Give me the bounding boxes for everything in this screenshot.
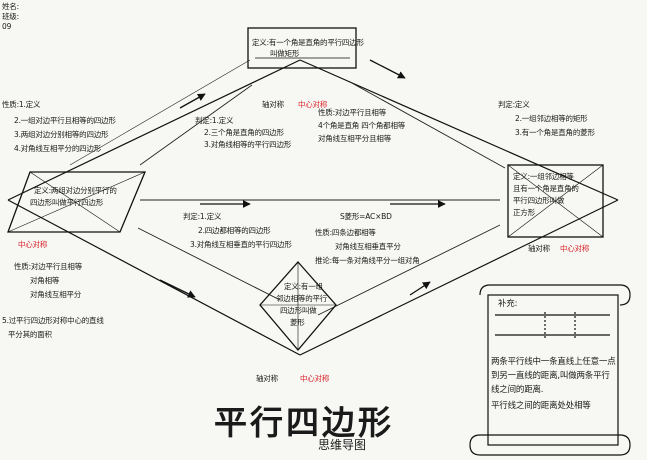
square-definition-2: 且有一个角是直角的	[513, 184, 579, 193]
rectangle-judge-3: 3.对角线相等的平行四边形	[204, 140, 292, 149]
rhombus-definition-4: 菱形	[290, 318, 305, 327]
rhombus-definition-1: 定义:有一组	[284, 282, 323, 291]
rhombus-property-1: 性质:四条边都相等	[315, 228, 376, 237]
rectangle-property-2: 4个角是直角 四个角都相等	[318, 121, 406, 130]
square-judge-3: 3.有一个角是直角的菱形	[515, 128, 595, 137]
scroll-line-1: 两条平行线中一条直线上任意一点	[491, 357, 616, 367]
rectangle-definition-1: 定义:有一个角是直角的平行四边形	[252, 38, 364, 47]
rhombus-area-formula: S菱形=AC×BD	[340, 212, 392, 221]
header-name: 姓名:	[2, 2, 19, 11]
square-symmetry-axis: 轴对称	[528, 244, 550, 253]
inner-lines	[69, 59, 506, 316]
scroll-line-3: 线之间的距离.	[491, 385, 544, 395]
rhombus-property-3: 推论:每一条对角线平分一组对角	[315, 256, 420, 265]
header-number: 09	[2, 22, 12, 31]
scroll-line-4: 平行线之间的距离处处相等	[491, 401, 591, 411]
parallelogram-feature-3: 对角线互相平分	[30, 290, 82, 299]
parallelogram-symmetry: 中心对称	[18, 240, 48, 249]
parallelogram-property-4: 4.对角线互相平分的四边形	[14, 144, 102, 153]
rhombus-symmetry-axis: 轴对称	[256, 374, 278, 383]
rectangle-symmetry-axis: 轴对称	[262, 100, 284, 109]
rectangle-judge-heading: 判定:1.定义	[195, 116, 234, 125]
arrow-to-rhombus	[159, 279, 196, 298]
rhombus-definition-2: 邻边相等的平行	[276, 294, 328, 303]
rhombus-judge-heading: 判定:1.定义	[183, 212, 222, 221]
parallelogram-area-note-1: 5.过平行四边形对称中心的直线	[2, 316, 104, 325]
scroll-graphic	[469, 284, 631, 456]
parallelogram-property-2: 2.一组对边平行且相等的四边形	[14, 116, 116, 125]
parallelogram-property-3: 3.两组对边分别相等的四边形	[14, 130, 109, 139]
parallelogram-feature-1: 性质:对边平行且相等	[14, 262, 83, 271]
square-definition-3: 平行四边形叫做	[513, 196, 565, 205]
rhombus-judge-3: 3.对角线互相垂直的平行四边形	[190, 240, 292, 249]
rectangle-symmetry-center: 中心对称	[298, 100, 328, 109]
rectangle-property-3: 对角线互相平分且相等	[318, 134, 391, 143]
parallelogram-definition-2: 四边形叫做平行四边形	[30, 198, 103, 207]
parallelogram-area-note-2: 平分其的面积	[8, 330, 52, 339]
rhombus-symmetry-center: 中心对称	[300, 374, 330, 383]
rhombus-judge-2: 2.四边都相等的四边形	[198, 226, 271, 235]
square-judge-2: 2.一组邻边相等的矩形	[515, 114, 588, 123]
arrow-rhombus-to-square	[409, 281, 431, 296]
parallelogram-definition-1: 定义:两组对边分别平行的	[34, 186, 117, 195]
square-shape	[507, 164, 604, 238]
rhombus-property-2: 对角线互相垂直平分	[335, 242, 401, 251]
rectangle-property-1: 性质:对边平行且相等	[318, 108, 387, 117]
parallelogram-properties-heading: 性质:1.定义	[2, 100, 41, 109]
arrow-to-rectangle	[179, 93, 206, 109]
arrows	[159, 59, 446, 298]
page-title: 平行四边形	[214, 403, 394, 442]
arrow-to-square-top	[369, 59, 406, 79]
header-class: 班级:	[2, 12, 19, 21]
rectangle-definition-2: 叫做矩形	[270, 49, 300, 58]
square-symmetry-center: 中心对称	[560, 244, 590, 253]
scroll-line-2: 到另一直线的距离,叫做两条平行	[491, 371, 610, 381]
square-definition-1: 定义:一组邻边相等	[513, 172, 574, 181]
scroll-title: 补充:	[498, 299, 518, 309]
square-judge-heading: 判定:定义	[498, 100, 530, 109]
parallelogram-feature-2: 对角相等	[30, 276, 60, 285]
page-subtitle: 思维导图	[318, 438, 367, 452]
square-definition-4: 正方形	[513, 208, 535, 217]
rhombus-definition-3: 四边形叫做	[280, 306, 317, 315]
rectangle-box	[247, 27, 357, 69]
rectangle-judge-2: 2.三个角是直角的四边形	[204, 128, 284, 137]
